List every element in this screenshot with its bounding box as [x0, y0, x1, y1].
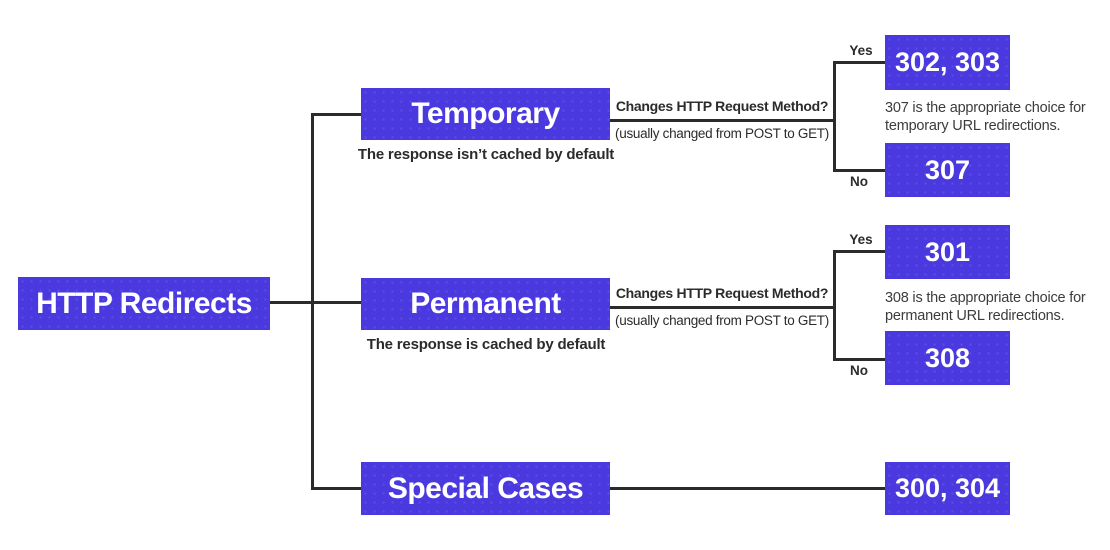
result-node-302-303: 302, 303	[885, 35, 1010, 90]
result-307-label: 307	[924, 154, 971, 185]
temporary-label: Temporary	[411, 97, 560, 130]
permanent-caption: The response is cached by default	[366, 336, 606, 353]
result-node-307: 307	[885, 143, 1010, 197]
permanent-yes-line	[833, 250, 885, 253]
temporary-question-sub: (usually changed from POST to GET)	[615, 126, 829, 141]
temporary-caption: The response isn’t cached by default	[357, 146, 615, 163]
result-301-label: 301	[924, 236, 971, 267]
special-cases-branch-line	[311, 487, 363, 490]
temporary-note: 307 is the appropriate choice for tempor…	[885, 100, 1086, 134]
special-cases-node: Special Cases	[361, 462, 610, 515]
trunk-vertical-line	[311, 113, 314, 490]
permanent-label: Permanent	[410, 287, 561, 320]
permanent-yes-label: Yes	[849, 232, 873, 247]
permanent-no-line	[833, 358, 885, 361]
temporary-question: Changes HTTP Request Method?	[615, 98, 829, 114]
temporary-yes-line	[833, 61, 885, 64]
result-308-label: 308	[924, 342, 971, 373]
http-redirects-node: HTTP Redirects	[18, 277, 270, 330]
temporary-yes-label: Yes	[849, 43, 873, 58]
permanent-no-label: No	[850, 363, 868, 378]
special-cases-label: Special Cases	[387, 471, 584, 505]
result-node-300-304: 300, 304	[885, 462, 1010, 515]
special-cases-connector-line	[610, 487, 885, 490]
permanent-fork-line	[833, 250, 836, 361]
temporary-question-line	[610, 119, 833, 122]
permanent-note: 308 is the appropriate choice for perman…	[885, 290, 1086, 324]
result-node-301: 301	[885, 225, 1010, 279]
permanent-question-sub: (usually changed from POST to GET)	[615, 313, 829, 328]
result-302-303-label: 302, 303	[894, 47, 1001, 77]
root-connector-line	[270, 301, 363, 304]
temporary-node: Temporary	[361, 88, 610, 140]
permanent-question: Changes HTTP Request Method?	[615, 285, 829, 301]
http-redirects-label: HTTP Redirects	[36, 286, 252, 320]
result-300-304-label: 300, 304	[894, 473, 1001, 503]
temporary-branch-line	[311, 113, 363, 116]
temporary-no-line	[833, 169, 885, 172]
permanent-node: Permanent	[361, 278, 610, 330]
temporary-fork-line	[833, 61, 836, 172]
permanent-question-line	[610, 306, 833, 309]
temporary-no-label: No	[850, 174, 868, 189]
result-node-308: 308	[885, 331, 1010, 385]
